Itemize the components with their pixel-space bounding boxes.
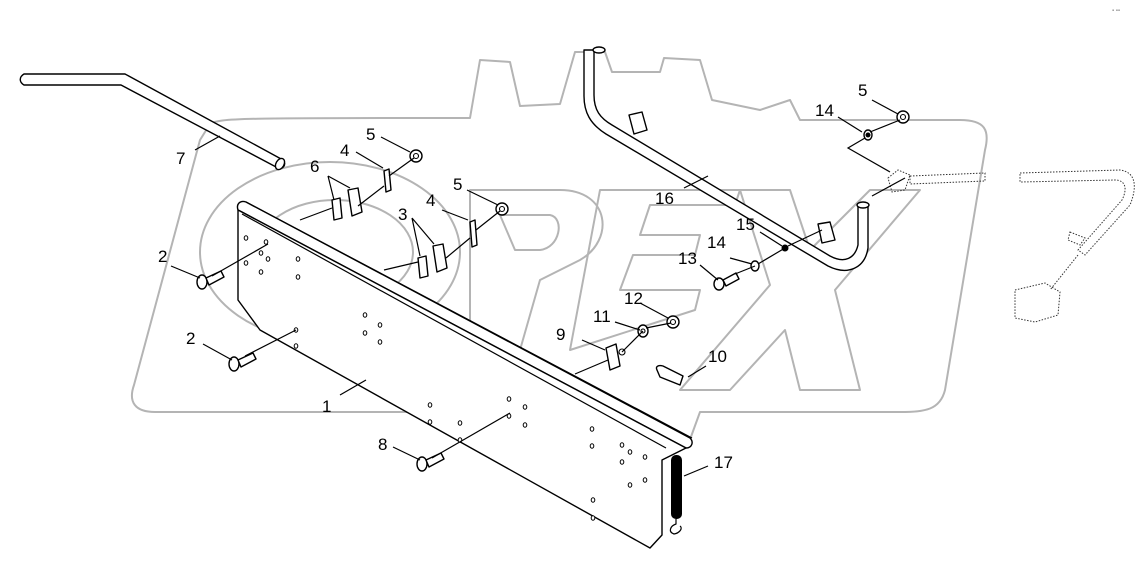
- callout-3[interactable]: 3: [398, 205, 407, 224]
- callout-13[interactable]: 13: [678, 249, 697, 268]
- callout-5-right[interactable]: 5: [453, 175, 462, 194]
- part-2-carriage-bolt-lower[interactable]: [228, 352, 257, 372]
- callout-14-upper[interactable]: 14: [815, 101, 834, 120]
- part-5-nut-handle[interactable]: [896, 110, 910, 124]
- leader-lines: [170, 99, 899, 477]
- part-9-bracket[interactable]: [605, 343, 626, 371]
- part-12-nut[interactable]: [666, 315, 680, 329]
- part-13-hex-bolt[interactable]: [713, 272, 740, 291]
- callout-1[interactable]: 1: [322, 397, 331, 416]
- callout-4-left[interactable]: 4: [340, 141, 349, 160]
- callout-17[interactable]: 17: [714, 453, 733, 472]
- callout-2-lower[interactable]: 2: [186, 329, 195, 348]
- callout-labels: 1 2 2 3 4 4 5 5 5 6 7 8 9 10 11 12 13 14…: [158, 81, 867, 472]
- callout-16[interactable]: 16: [655, 189, 674, 208]
- callout-14-lower[interactable]: 14: [707, 233, 726, 252]
- callout-12[interactable]: 12: [624, 289, 643, 308]
- callout-5-handle[interactable]: 5: [858, 81, 867, 100]
- part-16-handle-bar[interactable]: [583, 46, 870, 271]
- part-10-rubber-stop[interactable]: [655, 364, 684, 386]
- part-6-pipe-clamp[interactable]: [331, 187, 363, 221]
- callout-4-right[interactable]: 4: [426, 191, 435, 210]
- part-17-tension-spring[interactable]: [669, 455, 682, 535]
- corner-mark: ▪ ▪▪: [1112, 8, 1120, 14]
- part-14-washer-upper[interactable]: [863, 129, 873, 141]
- part-7-bent-rod[interactable]: [19, 73, 286, 171]
- callout-2-upper[interactable]: 2: [158, 247, 167, 266]
- callout-15[interactable]: 15: [736, 215, 755, 234]
- ghost-handle-assembly: [887, 169, 1135, 323]
- callout-10[interactable]: 10: [708, 347, 727, 366]
- callout-11[interactable]: 11: [593, 307, 611, 326]
- callout-6[interactable]: 6: [310, 157, 319, 176]
- part-1-main-plate[interactable]: [236, 200, 693, 549]
- part-4-clamp-plate-left[interactable]: [383, 168, 392, 193]
- part-3-pipe-clamp[interactable]: [417, 243, 448, 279]
- callout-8[interactable]: 8: [378, 435, 387, 454]
- part-4-clamp-plate-right[interactable]: [469, 219, 478, 248]
- callout-9[interactable]: 9: [556, 325, 565, 344]
- callout-7[interactable]: 7: [176, 149, 185, 168]
- callout-5-left[interactable]: 5: [366, 125, 375, 144]
- part-8-carriage-bolt[interactable]: [416, 452, 445, 472]
- assembly-lines: [211, 119, 906, 459]
